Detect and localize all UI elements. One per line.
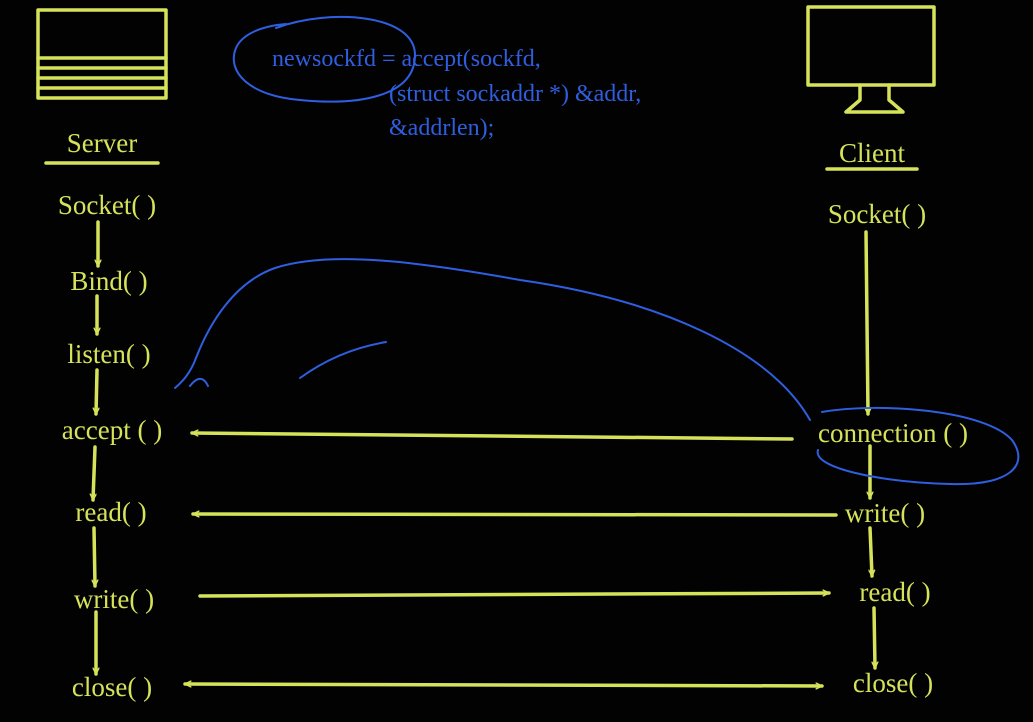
client-title: Client <box>839 138 905 168</box>
client-write-to-server-read-arrow <box>191 514 838 515</box>
server-title: Server <box>66 128 138 158</box>
client-step-write: write( ) <box>844 498 926 528</box>
server-step-socket: Socket( ) <box>57 190 157 220</box>
client-step-read: read( ) <box>859 577 931 607</box>
connection-circle <box>816 406 1020 486</box>
server-step-write: write( ) <box>73 584 155 614</box>
code-line-1: newsockfd = accept(sockfd, <box>272 46 541 72</box>
newsockfd-circle <box>232 15 416 103</box>
server-write-to-client-read-arrow <box>198 593 831 598</box>
client-step-socket: Socket( ) <box>827 199 927 229</box>
annotation-stroke <box>299 341 387 379</box>
client-flow <box>864 230 875 670</box>
server-step-bind: Bind( ) <box>70 266 148 296</box>
code-line-3: &addrlen); <box>389 115 495 141</box>
server-step-close: close( ) <box>71 672 153 702</box>
close-exchange-arrow <box>183 684 824 686</box>
server-step-listen: listen( ) <box>67 339 151 369</box>
server-icon <box>36 8 168 100</box>
curve-tail <box>189 377 209 387</box>
server-step-accept: accept ( ) <box>61 415 163 445</box>
code-line-2: (struct sockaddr *) &addr, <box>389 81 642 107</box>
client-step-connection: connection ( ) <box>818 418 968 448</box>
server-flow <box>93 220 98 676</box>
connection-to-listen-curve <box>174 258 811 421</box>
server-step-read: read( ) <box>75 497 147 527</box>
client-step-close: close( ) <box>852 668 934 698</box>
connection-to-accept-arrow <box>190 433 794 441</box>
monitor-icon <box>806 5 936 114</box>
